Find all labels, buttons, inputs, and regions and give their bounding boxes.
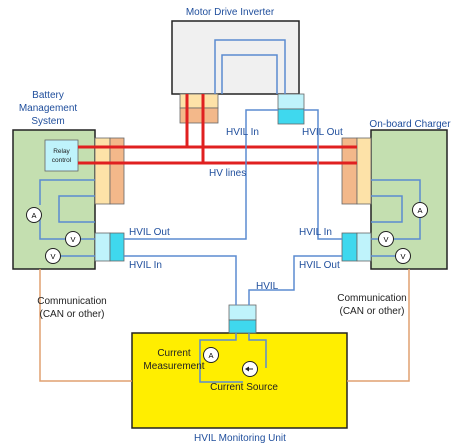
- bms-ammeter-label: A: [31, 211, 36, 220]
- monitor-hvil-connector-upper: [228, 304, 257, 321]
- hvil-charger-inner-loop: [371, 195, 403, 223]
- bms-hvil-connector-outer: [109, 232, 125, 262]
- charger-voltmeter-1-label: V: [383, 235, 388, 244]
- hvil-charger-to-monitor: [248, 255, 342, 305]
- charger-voltmeter-1: [378, 231, 394, 247]
- charger-voltmeter-2: [395, 248, 411, 264]
- label-comm-right-2: (CAN or other): [339, 306, 404, 317]
- hvil-charger-a-top: [371, 179, 421, 202]
- hvil-bms-a-link: [39, 215, 69, 240]
- charger-hvil-connector-inner: [356, 232, 372, 262]
- label-current-measurement-2: Measurement: [143, 361, 204, 372]
- charger-hvil-connector-outer: [341, 232, 358, 262]
- hv-lines: [78, 94, 357, 165]
- charger-ammeter-label: A: [417, 206, 422, 215]
- relay-control-label-2: control: [52, 157, 72, 164]
- charger-ammeter: [412, 202, 428, 218]
- monitor-ammeter-label: A: [208, 351, 213, 360]
- charger-hv-connector-inner: [356, 137, 372, 205]
- inverter-title: Motor Drive Inverter: [186, 7, 275, 18]
- label-current-source: Current Source: [210, 382, 278, 393]
- bms-voltmeter-1-label: V: [70, 235, 75, 244]
- inverter-hv-connector-lower: [179, 107, 219, 124]
- hvil-bms-a-top: [39, 179, 95, 205]
- inverter-box: [171, 20, 300, 95]
- bms-hvil-connector-inner: [94, 232, 111, 262]
- bms-ammeter: [26, 207, 42, 223]
- label-hvil-out-right: HVIL Out: [299, 260, 340, 271]
- bms-title-line2: Management: [19, 103, 78, 114]
- bms-hv-connector-outer: [109, 137, 125, 205]
- charger-voltmeter-2-label: V: [400, 252, 405, 261]
- bms-title-line1: Battery: [32, 90, 64, 101]
- monitor-ammeter: [203, 347, 219, 363]
- monitor-title: HVIL Monitoring Unit: [194, 433, 286, 444]
- bms-voltmeter-2: [45, 248, 61, 264]
- hvil-bms-inner-loop: [58, 195, 95, 223]
- label-hvil-center: HVIL: [256, 281, 279, 292]
- label-comm-right-1: Communication: [337, 293, 406, 304]
- label-current-measurement-1: Current: [157, 348, 191, 359]
- monitor-hvil-connector-lower: [228, 319, 257, 334]
- hvil-loop: [39, 39, 421, 383]
- label-hvil-in-left: HVIL In: [129, 260, 162, 271]
- comm-line-right: [347, 269, 410, 382]
- hvil-inverter-to-charger: [304, 109, 342, 240]
- hvil-charger-a-link: [394, 218, 421, 240]
- hvil-bms-out-to-inverter: [124, 109, 278, 240]
- inverter-hvil-connector-lower: [277, 108, 305, 125]
- label-hvil-out-left: HVIL Out: [129, 227, 170, 238]
- charger-box: [370, 129, 448, 270]
- comm-line-left: [39, 269, 132, 382]
- hvil-inverter-loop-outer: [214, 39, 286, 94]
- inverter-hvil-connector-upper: [277, 93, 305, 110]
- comm-lines: [39, 269, 410, 382]
- hvil-monitor-loop-right: [248, 333, 267, 368]
- label-comm-left-2: (CAN or other): [39, 309, 104, 320]
- hvil-monitor-loop-left: [199, 333, 243, 383]
- label-hvil-out-top: HVIL Out: [302, 127, 343, 138]
- bms-voltmeter-1: [65, 231, 81, 247]
- bms-voltmeter-2-label: V: [50, 252, 55, 261]
- relay-control-label-1: Relay: [53, 148, 70, 155]
- label-hvil-in-right: HVIL In: [299, 227, 332, 238]
- current-source-arrow-head: [245, 366, 249, 372]
- hvil-bms-in-from-monitor: [124, 255, 237, 305]
- label-hvil-in-top: HVIL In: [226, 127, 259, 138]
- label-hv-lines: HV lines: [209, 168, 246, 179]
- hvil-inverter-loop-inner: [221, 54, 278, 94]
- label-comm-left-1: Communication: [37, 296, 106, 307]
- bms-title-line3: System: [31, 116, 64, 127]
- relay-control-box: [44, 139, 79, 172]
- charger-title: On-board Charger: [369, 119, 451, 130]
